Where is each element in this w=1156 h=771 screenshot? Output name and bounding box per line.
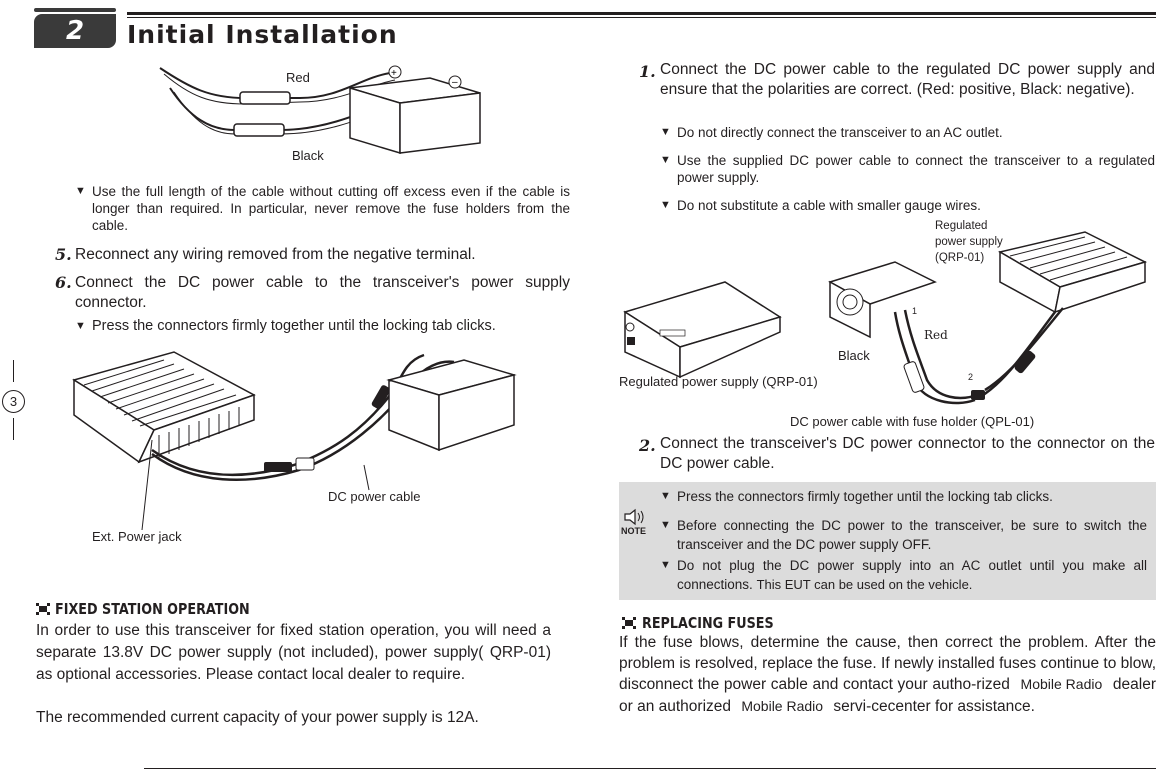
bullet-triangle-icon: ▼ [660,199,671,211]
bullet-triangle-icon: ▼ [660,154,671,166]
chapter-title: Initial Installation [127,20,398,49]
svg-text:+: + [391,68,397,79]
bullet-cable-length-text: Use the full length of the cable without… [92,184,570,233]
fig3-num-2: 2 [968,372,974,382]
header-rule-thin [127,17,1156,18]
fig1-black-label: Black [292,148,324,163]
note-box [619,482,1156,600]
section-marker-icon [36,603,50,615]
power-supply-wiring-illustration [623,231,1148,405]
page-number: 3 [2,390,25,413]
bullet-triangle-icon: ▼ [660,559,671,571]
replacing-fuses-text-c: servi-cecenter for assistance. [833,697,1035,715]
brand-name-1: Mobile Radio [1020,676,1103,692]
header-rule [127,12,1156,15]
bullet-triangle-icon: ▼ [75,185,86,197]
fig3-reg-psu-label: Regulated power supply (QRP-01) [619,374,818,389]
step-5-text: Reconnect any wiring removed from the ne… [75,246,476,263]
brand-name-2: Mobile Radio [741,697,824,714]
bullet-triangle-icon: ▼ [660,490,671,502]
fig2-dc-cable-label: DC power cable [328,489,421,504]
fixed-station-heading: FIXED STATION OPERATION [55,600,250,618]
note-icon-label: NOTE [621,526,647,536]
bullet-no-ac-outlet: ▼ Do not directly connect the transceive… [660,124,1155,141]
note-speaker-icon [624,508,644,526]
step-2-number: 2. [639,436,656,455]
footer-rule [144,768,1156,769]
bullet-cable-length: ▼ Use the full length of the cable witho… [75,183,570,234]
page-marker-line-bottom [13,418,14,440]
bullet-triangle-icon: ▼ [660,519,671,531]
step-5-number: 5. [55,245,72,264]
note-item-1: ▼ Press the connectors firmly together u… [660,488,1147,505]
step-6-text: Connect the DC power cable to the transc… [75,274,570,311]
fixed-station-para-1: In order to use this transceiver for fix… [36,622,551,683]
bullet-supplied-cable: ▼ Use the supplied DC power cable to con… [660,152,1155,186]
note-item-3: ▼ Do not plug the DC power supply into a… [660,556,1147,594]
transceiver-battery-illustration [72,351,517,531]
step-1-text: Connect the DC power cable to the regula… [660,61,1155,98]
section-marker-icon [622,617,636,629]
bullet-triangle-icon: ▼ [75,320,86,332]
replacing-fuses-text: If the fuse blows, determine the cause, … [619,633,1156,717]
battery-wiring-illustration: + – [159,65,481,155]
fig3-regulated-label-3: (QRP-01) [935,252,985,264]
replacing-fuses-heading: REPLACING FUSES [642,614,774,632]
bullet-no-smaller-gauge: ▼ Do not substitute a cable with smaller… [660,197,1155,214]
note-item-2-text: Before connecting the DC power to the tr… [677,518,1147,552]
note-item-3-text: Do not plug the DC power supply into an … [677,558,1147,592]
replacing-fuses-text-a: If the fuse blows, determine the cause, … [619,634,1156,693]
bullet-no-ac-outlet-text: Do not directly connect the transceiver … [677,125,1003,140]
bullet-no-smaller-gauge-text: Do not substitute a cable with smaller g… [677,198,981,213]
bullet-press-connectors: ▼ Press the connectors firmly together u… [75,318,570,335]
bullet-press-text: Press the connectors firmly together unt… [92,318,496,334]
fig3-regulated-label-2: power supply [935,236,1003,248]
svg-text:–: – [452,77,458,88]
step-2-text: Connect the transceiver's DC power conne… [660,435,1155,472]
fig1-red-label: Red [286,70,310,85]
step-6-number: 6. [55,273,72,292]
note-item-1-text: Press the connectors firmly together unt… [677,489,1053,504]
fig3-regulated-label-1: Regulated [935,220,988,232]
fixed-station-para-2: The recommended current capacity of your… [36,709,479,726]
fig2-ext-jack-label: Ext. Power jack [92,529,182,544]
note-item-2: ▼ Before connecting the DC power to the … [660,516,1147,554]
chapter-badge-accent [34,8,116,12]
fig3-dc-cable-fuse-label: DC power cable with fuse holder (QPL-01) [790,414,1035,429]
bullet-supplied-cable-text: Use the supplied DC power cable to conne… [677,153,1155,185]
page-marker-line-top [13,360,14,382]
step-1-number: 1. [639,62,656,81]
replacing-fuses-text-b: dealer or an authorized [619,676,1156,715]
note-eut-vehicle: This EUT can be used on the vehicle. [756,577,973,592]
bullet-triangle-icon: ▼ [660,126,671,138]
chapter-number-badge: 2 [34,14,116,48]
fig3-black-label: Black [838,348,870,363]
fig3-red-label: Red [924,328,948,342]
fig3-num-1: 1 [912,306,918,316]
